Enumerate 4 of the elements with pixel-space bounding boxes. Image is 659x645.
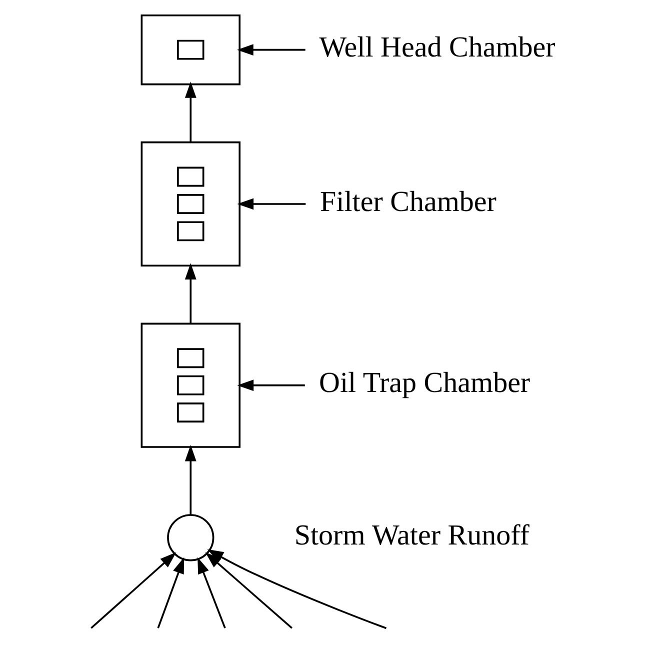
node-text: Well Head Chamber <box>319 32 556 64</box>
node-text: Filter Chamber <box>320 186 496 218</box>
node-text: Oil Trap Chamber <box>319 367 530 400</box>
label: Storm Water Runoff <box>294 520 530 552</box>
